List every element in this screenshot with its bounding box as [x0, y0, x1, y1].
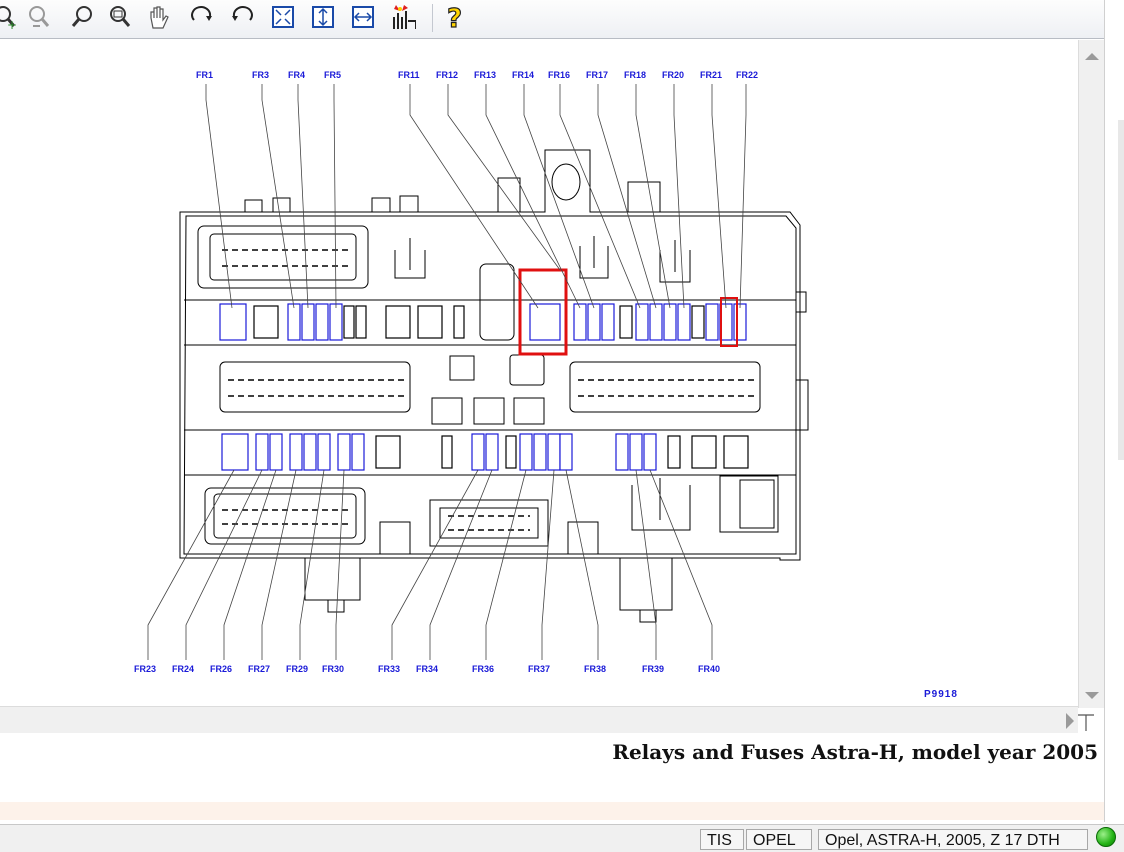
help-icon[interactable]: ? [442, 2, 468, 32]
label-fr37: FR37 [528, 664, 550, 674]
rotate-left-icon[interactable] [228, 2, 254, 32]
fuse-box-diagram: FR1 FR3 FR4 FR5 FR11 FR12 FR13 FR14 FR16… [134, 70, 958, 700]
label-fr5: FR5 [324, 70, 341, 80]
label-fr24: FR24 [172, 664, 194, 674]
rotate-right-icon[interactable] [190, 2, 216, 32]
horizontal-scrollbar[interactable] [0, 706, 1094, 733]
label-fr3: FR3 [252, 70, 269, 80]
label-fr11: FR11 [398, 70, 420, 80]
svg-text:+: + [7, 18, 17, 30]
fit-width-icon[interactable] [350, 2, 376, 32]
scroll-right-icon[interactable] [1064, 711, 1094, 735]
zoom-icon[interactable] [70, 2, 96, 32]
label-fr4: FR4 [288, 70, 305, 80]
label-fr33: FR33 [378, 664, 400, 674]
toolbar: + ? [0, 0, 1104, 39]
label-fr22: FR22 [736, 70, 758, 80]
highlight-icon[interactable] [390, 2, 416, 32]
content-footer-band [0, 802, 1104, 820]
label-fr17: FR17 [586, 70, 608, 80]
diagram-caption: Relays and Fuses Astra-H, model year 200… [612, 740, 1098, 764]
right-edge-mark [1118, 120, 1124, 460]
label-fr36: FR36 [472, 664, 494, 674]
zoom-in-icon[interactable]: + [0, 2, 18, 32]
label-fr38: FR38 [584, 664, 606, 674]
label-fr1: FR1 [196, 70, 213, 80]
label-fr30: FR30 [322, 664, 344, 674]
label-fr27: FR27 [248, 664, 270, 674]
help-glyph: ? [447, 4, 462, 31]
fit-page-icon[interactable] [270, 2, 296, 32]
toolbar-separator [432, 4, 433, 32]
label-fr12: FR12 [436, 70, 458, 80]
label-fr39: FR39 [642, 664, 664, 674]
highlight-box-fr14 [518, 268, 568, 356]
label-fr23: FR23 [134, 664, 156, 674]
vertical-scrollbar[interactable] [1078, 40, 1105, 708]
figure-code: P9918 [924, 689, 958, 700]
fit-height-icon[interactable] [310, 2, 336, 32]
status-brand: OPEL [746, 829, 812, 850]
zoom-area-icon[interactable] [106, 2, 132, 32]
connection-status-icon [1096, 827, 1116, 847]
status-mode: TIS [700, 829, 744, 850]
label-fr40: FR40 [698, 664, 720, 674]
label-fr16: FR16 [548, 70, 570, 80]
label-fr29: FR29 [286, 664, 308, 674]
pan-hand-icon[interactable] [146, 2, 172, 32]
scroll-down-icon[interactable] [1082, 686, 1102, 706]
label-fr18: FR18 [624, 70, 646, 80]
label-fr21: FR21 [700, 70, 722, 80]
highlight-box-fr22 [720, 297, 738, 347]
label-fr14: FR14 [512, 70, 534, 80]
label-fr26: FR26 [210, 664, 232, 674]
scroll-up-icon[interactable] [1082, 46, 1102, 66]
label-fr13: FR13 [474, 70, 496, 80]
zoom-out-icon[interactable] [26, 2, 52, 32]
status-bar: TIS OPEL Opel, ASTRA-H, 2005, Z 17 DTH [0, 824, 1124, 852]
diagram-viewport[interactable]: FR1 FR3 FR4 FR5 FR11 FR12 FR13 FR14 FR16… [0, 40, 1078, 704]
label-fr20: FR20 [662, 70, 684, 80]
status-vehicle: Opel, ASTRA-H, 2005, Z 17 DTH [818, 829, 1088, 850]
label-fr34: FR34 [416, 664, 438, 674]
